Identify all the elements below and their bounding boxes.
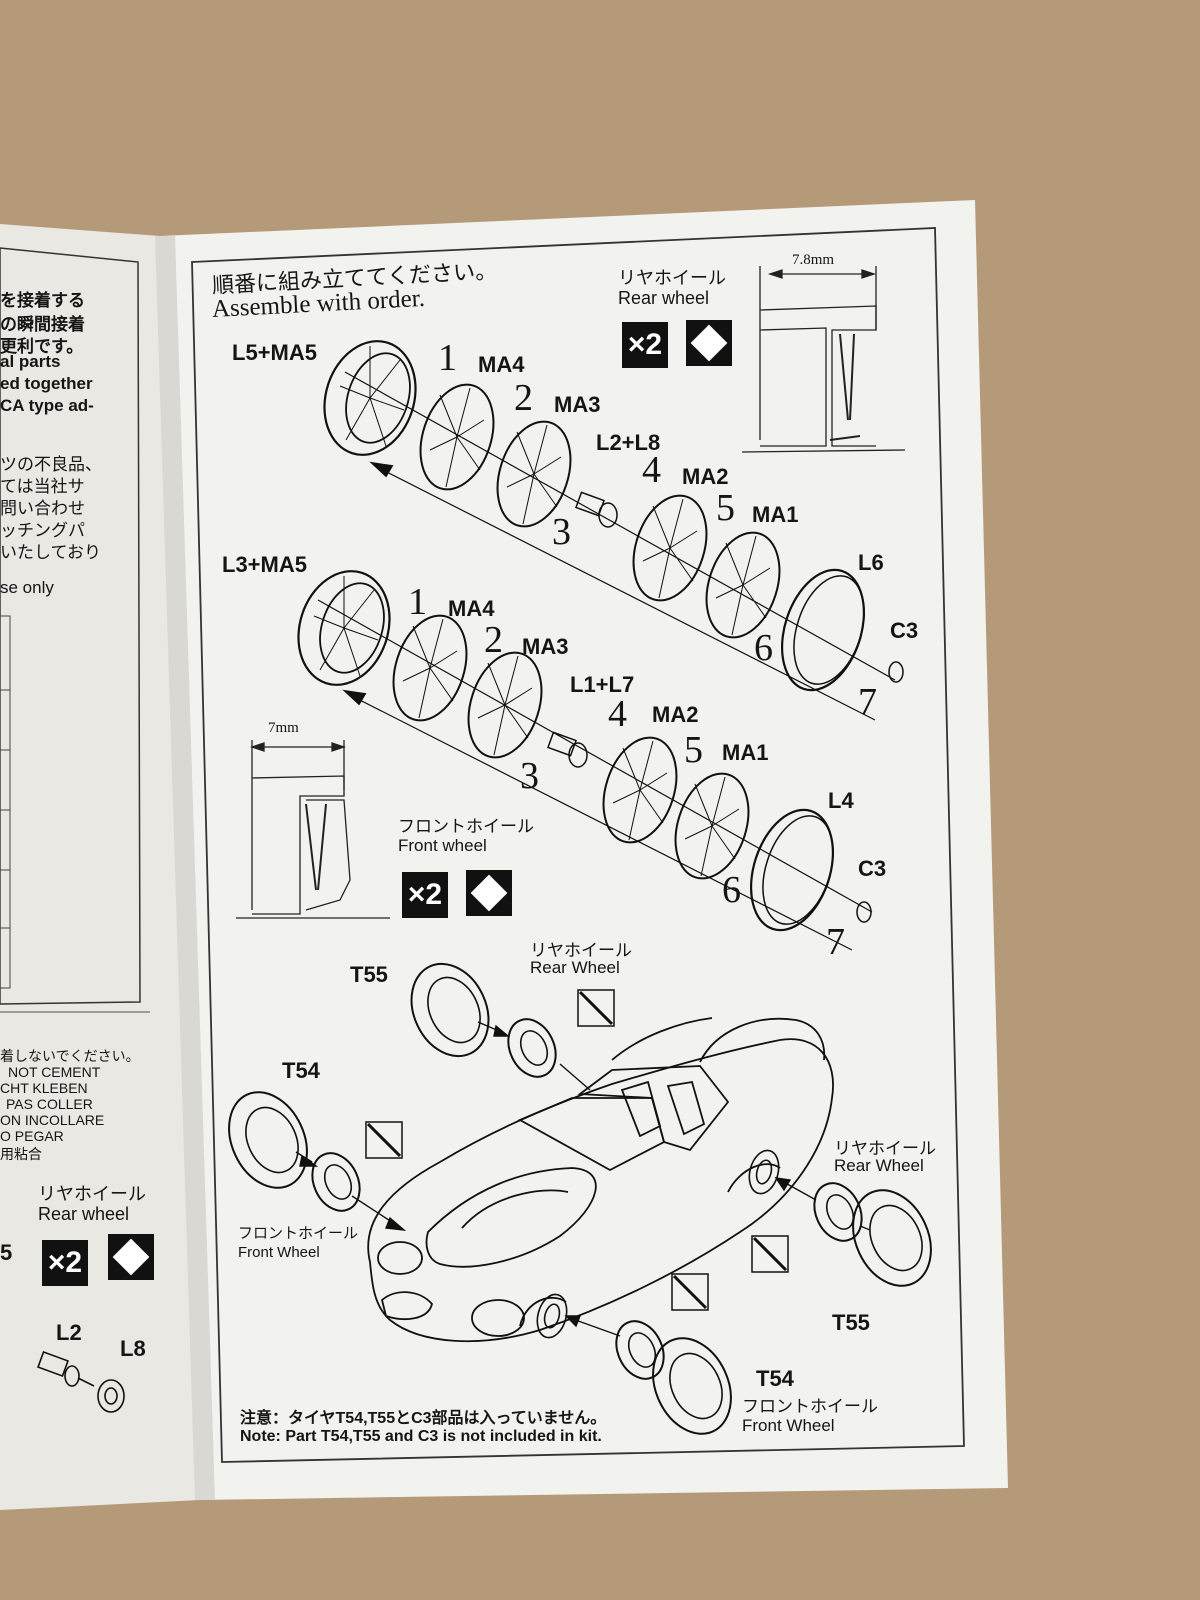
left-jp-line2: ては当社サ <box>0 477 85 496</box>
car-front-wheel-jp: フロントホイール <box>742 1397 878 1416</box>
rear-wheel-en: Rear wheel <box>618 288 710 308</box>
left-part-label: L2 <box>56 1320 82 1345</box>
car-front-wheel-label: Front Wheel <box>238 1244 320 1261</box>
note-en: Note: Part T54,T55 and C3 is not include… <box>240 1428 602 1445</box>
tire-label: T54 <box>756 1366 794 1391</box>
left-jp-line2: ッチングパ <box>0 521 85 540</box>
left-use-only: se only <box>0 578 54 597</box>
front-wheel-en: Front wheel <box>398 836 487 855</box>
rear-wheel-jp: リヤホイール <box>618 268 726 288</box>
rear-step-number: 5 <box>716 487 735 529</box>
rear-part-label: MA2 <box>682 464 729 489</box>
warning-line: 用粘合 <box>0 1146 42 1162</box>
front-dimension: 7mm <box>268 720 299 736</box>
front-part-label: L1+L7 <box>570 672 635 697</box>
front-part-label: L4 <box>828 788 854 813</box>
car-front-wheel-label: Front Wheel <box>742 1416 835 1435</box>
front-step-number: 5 <box>684 729 703 771</box>
car-front-wheel-jp: フロントホイール <box>238 1225 359 1242</box>
front-step-number: 2 <box>484 619 503 661</box>
front-wheel-jp: フロントホイール <box>398 817 534 836</box>
front-part-label: MA1 <box>722 740 769 765</box>
warning-line: NOT CEMENT <box>8 1064 101 1080</box>
front-step-number: 3 <box>520 755 539 797</box>
left-jp-line2: 問い合わせ <box>0 499 85 518</box>
front-part-label: MA3 <box>522 634 569 659</box>
rear-part-label: L2+L8 <box>596 430 661 455</box>
rear-group-label: L5+MA5 <box>232 340 317 365</box>
warning-line: ON INCOLLARE <box>0 1112 105 1128</box>
rear-part-label: C3 <box>890 618 919 643</box>
note-jp: 注意：タイヤT54,T55とC3部品は入っていません。 <box>240 1410 607 1427</box>
rear-step-number: 1 <box>438 337 457 379</box>
rear-part-label: MA1 <box>752 502 799 527</box>
rear-x2-badge: ×2 <box>622 322 668 368</box>
front-diamond-badge-icon <box>466 870 512 916</box>
left-en-line: al parts <box>0 352 61 371</box>
front-step-number: 4 <box>608 693 627 735</box>
rear-step-number: 3 <box>552 511 571 553</box>
rear-part-label: MA3 <box>554 392 601 417</box>
warning-line: O PEGAR <box>0 1128 64 1144</box>
car-rear-wheel-label: Rear Wheel <box>530 958 620 977</box>
left-part-label: L8 <box>120 1336 146 1361</box>
front-part-label: C3 <box>858 856 887 881</box>
rear-diamond-badge-icon <box>686 320 732 366</box>
left-x2-badge: ×2 <box>42 1240 88 1286</box>
rear-step-number: 7 <box>858 681 877 723</box>
left-jp-line: を接着する <box>0 291 85 310</box>
front-part-label: MA4 <box>448 596 495 621</box>
car-rear-wheel-jp: リヤホイール <box>530 941 632 960</box>
rear-step-number: 6 <box>754 627 773 669</box>
front-step-number: 7 <box>826 921 845 963</box>
front-step-number: 6 <box>722 869 741 911</box>
left-edge-char: 5 <box>0 1240 13 1265</box>
warning-line: CHT KLEBEN <box>0 1080 88 1096</box>
left-rear-wheel-en: Rear wheel <box>38 1204 130 1224</box>
front-step-number: 1 <box>408 581 427 623</box>
rear-dimension: 7.8mm <box>792 252 835 268</box>
front-part-label: MA2 <box>652 702 699 727</box>
warning-jp: 着しないでください。 <box>0 1048 140 1064</box>
left-en-line: CA type ad- <box>0 396 94 415</box>
left-rear-wheel-jp: リヤホイール <box>38 1184 146 1204</box>
left-jp-line2: ツの不良品、 <box>0 455 102 474</box>
tire-label: T54 <box>282 1058 320 1083</box>
left-jp-line: 更利です。 <box>0 337 84 356</box>
car-rear-wheel-jp: リヤホイール <box>834 1139 936 1158</box>
left-jp-line: の瞬間接着 <box>0 315 85 334</box>
left-jp-line2: いたしており <box>0 543 101 562</box>
tire-label: T55 <box>350 962 388 987</box>
warning-line: PAS COLLER <box>6 1096 93 1112</box>
left-diamond-badge-icon <box>108 1234 154 1280</box>
rear-part-label: MA4 <box>478 352 525 377</box>
car-rear-wheel-label: Rear Wheel <box>834 1156 924 1175</box>
front-group-label: L3+MA5 <box>222 552 307 577</box>
rear-step-number: 4 <box>642 449 661 491</box>
front-x2-badge: ×2 <box>402 872 448 918</box>
rear-part-label: L6 <box>858 550 884 575</box>
left-en-line: ed together <box>0 374 93 393</box>
tire-label: T55 <box>832 1310 870 1335</box>
rear-step-number: 2 <box>514 377 533 419</box>
